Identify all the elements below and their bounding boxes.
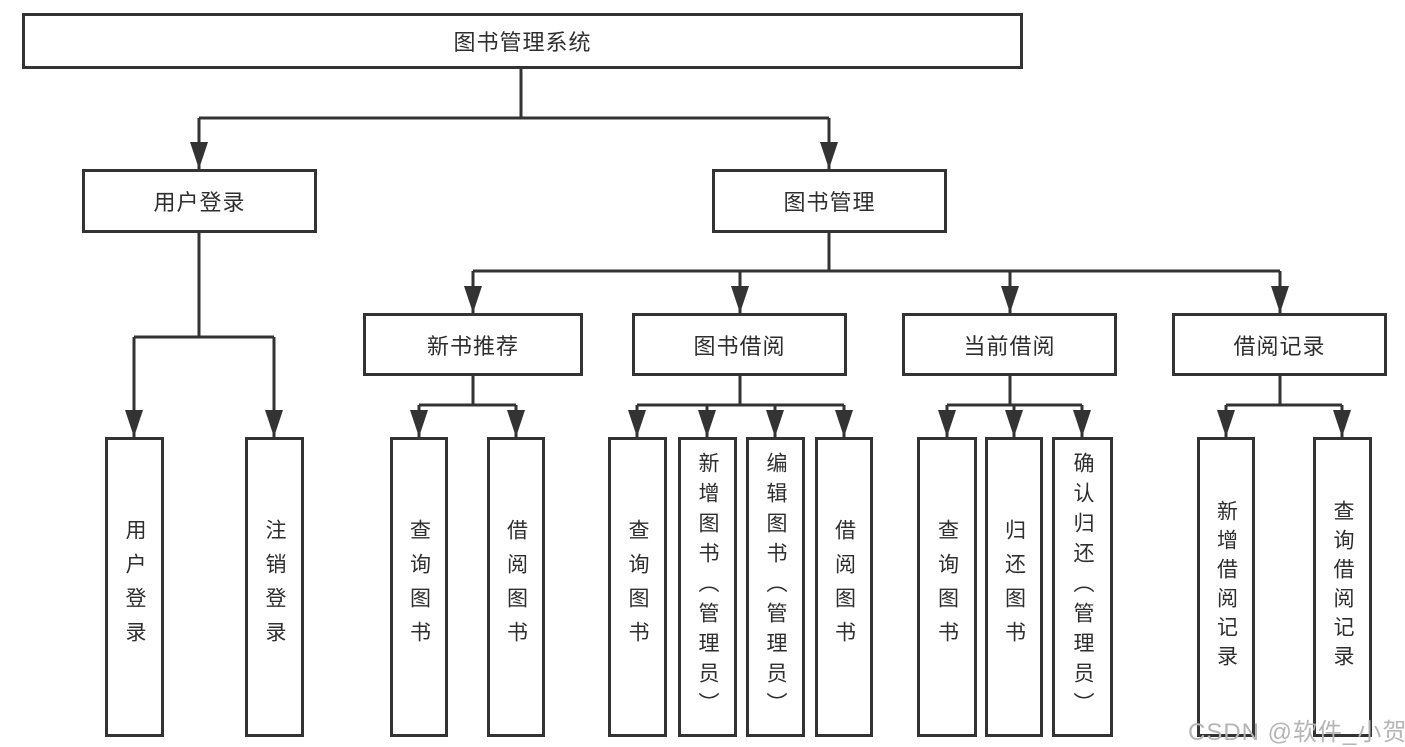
leaf-borrowing-query-books: 查询图书 (608, 437, 667, 737)
connector-records-to-children (1217, 376, 1351, 437)
leaf-logout-label: 注销登录 (263, 519, 287, 655)
leaf-recommend-borrow-books: 借阅图书 (487, 437, 545, 737)
node-system-root: 图书管理系统 (22, 13, 1023, 69)
leaf-query-borrow-record: 查询借阅记录 (1313, 437, 1372, 737)
leaf-recommend-query-books: 查询图书 (390, 437, 448, 737)
leaf-borrowing-query-books-label: 查询图书 (626, 519, 650, 655)
connector-recommend-to-children (410, 376, 525, 437)
node-book-borrowing: 图书借阅 (632, 313, 847, 376)
connector-login-to-children (125, 233, 283, 437)
leaf-borrowing-borrow-books: 借阅图书 (815, 437, 873, 737)
leaf-user-login-label: 用户登录 (123, 519, 147, 655)
leaf-edit-books-admin: 编辑图书（管理员） (746, 437, 805, 737)
leaf-add-borrow-record-label: 新增借阅记录 (1214, 500, 1238, 674)
leaf-current-query-books: 查询图书 (917, 437, 977, 737)
leaf-user-login: 用户登录 (105, 437, 164, 737)
node-user-login-branch: 用户登录 (82, 169, 317, 233)
connector-current-to-children (938, 376, 1091, 437)
leaf-recommend-query-books-label: 查询图书 (407, 519, 431, 655)
leaf-return-books: 归还图书 (985, 437, 1043, 737)
leaf-current-query-books-label: 查询图书 (935, 519, 959, 655)
leaf-edit-books-admin-label: 编辑图书（管理员） (764, 452, 788, 722)
leaf-add-borrow-record: 新增借阅记录 (1197, 437, 1255, 737)
node-new-book-recommendation: 新书推荐 (363, 313, 583, 376)
leaf-confirm-return-admin: 确认归还（管理员） (1052, 437, 1113, 737)
leaf-logout: 注销登录 (245, 437, 304, 737)
node-book-management-branch: 图书管理 (712, 169, 947, 233)
connector-mgmt-to-sections (464, 233, 1289, 313)
leaf-query-borrow-record-label: 查询借阅记录 (1331, 500, 1355, 674)
connector-root-to-level2 (190, 68, 838, 169)
leaf-confirm-return-admin-label: 确认归还（管理员） (1071, 452, 1095, 722)
csdn-watermark: CSDN @软件_小贺同学 (1188, 719, 1405, 746)
leaf-borrowing-borrow-books-label: 借阅图书 (832, 519, 856, 655)
leaf-add-books-admin: 新增图书（管理员） (678, 437, 737, 737)
node-current-borrowing: 当前借阅 (902, 313, 1117, 376)
connector-borrow-to-children (628, 376, 853, 437)
leaf-return-books-label: 归还图书 (1002, 519, 1026, 655)
node-borrowing-records: 借阅记录 (1172, 313, 1387, 376)
leaf-recommend-borrow-books-label: 借阅图书 (504, 519, 528, 655)
leaf-add-books-admin-label: 新增图书（管理员） (696, 452, 720, 722)
